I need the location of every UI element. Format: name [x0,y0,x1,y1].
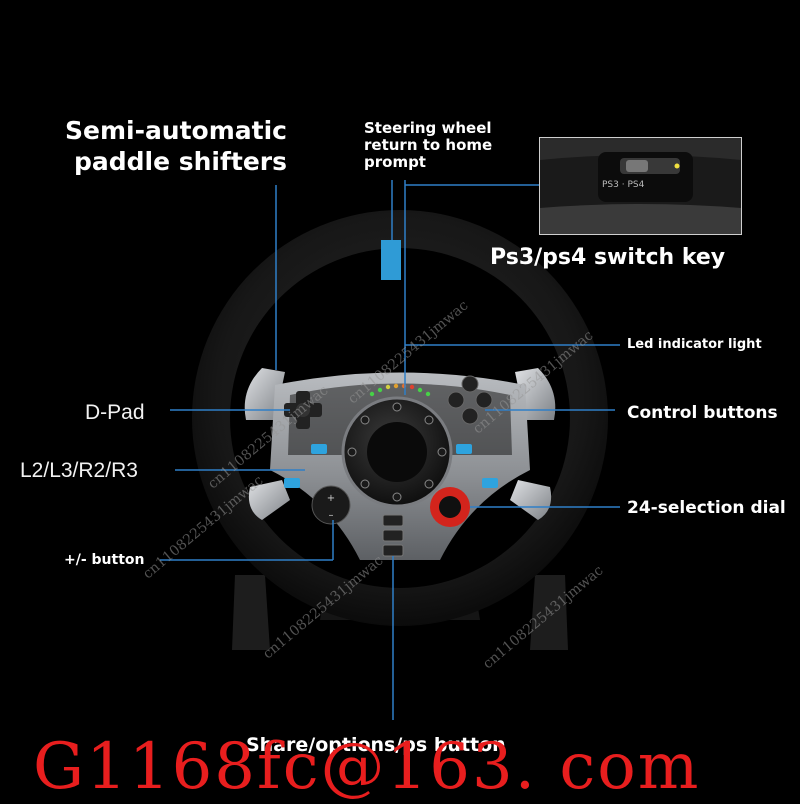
switch-key-inset-photo: PS3 · PS4 [539,137,742,235]
l2-l3-r2-r3-buttons [284,444,498,488]
right-lower-paddle [510,480,552,520]
footer-email: G1168fc@163. com [33,730,701,804]
home-prompt-label: Steering wheel return to home prompt [364,119,493,171]
led-indicator-label: Led indicator light [627,337,762,352]
svg-text:+: + [327,493,335,504]
svg-text:–: – [329,510,334,521]
dpad-label: D-Pad [85,401,145,424]
dpad [284,391,322,429]
plus-minus-label: +/- button [64,552,145,568]
paddle-shifters-label: Semi-automatic paddle shifters [64,116,287,176]
leader-lines [160,180,620,720]
l2-l3-r2-r3-label: L2/L3/R2/R3 [20,459,138,482]
top-center-marker [381,240,401,280]
left-lower-paddle [248,480,290,520]
switch-inset-text: PS3 · PS4 [602,180,645,190]
selection-dial-label: 24-selection dial [627,498,786,518]
selection-dial [430,487,470,527]
share-options-ps-label: Share/options/ps button [246,734,506,756]
switch-key-label: Ps3/ps4 switch key [490,245,726,270]
control-buttons-label: Control buttons [627,403,778,423]
share-options-ps-buttons [382,514,404,557]
plus-minus-buttons: + – [311,485,351,525]
control-buttons [447,375,493,425]
